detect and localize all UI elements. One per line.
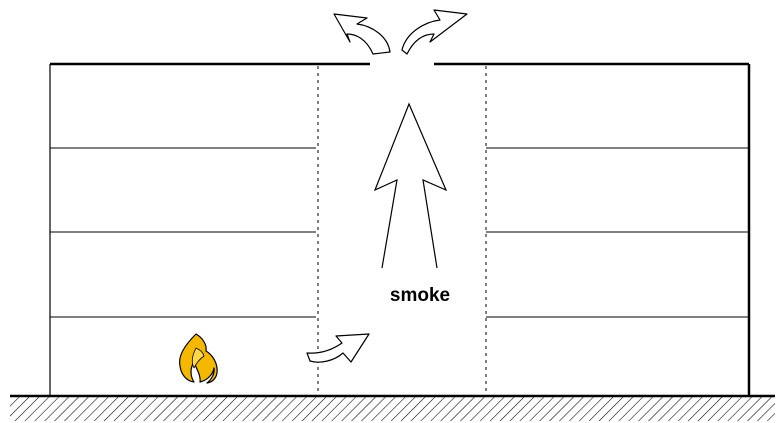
curved-arrow-up-right-icon <box>401 9 468 55</box>
smoke-label: smoke <box>390 285 450 306</box>
curved-arrow-up-left-icon <box>333 13 391 55</box>
flame-icon <box>179 333 218 384</box>
curved-arrow-into-atrium-icon <box>306 333 370 363</box>
ground-hatching <box>10 397 775 421</box>
ground <box>10 394 775 421</box>
building <box>49 62 751 396</box>
flame-inner <box>191 347 205 369</box>
smoke-updraft-arrow <box>373 102 448 269</box>
atrium-boundaries <box>317 66 487 394</box>
floor-slabs <box>50 147 749 318</box>
